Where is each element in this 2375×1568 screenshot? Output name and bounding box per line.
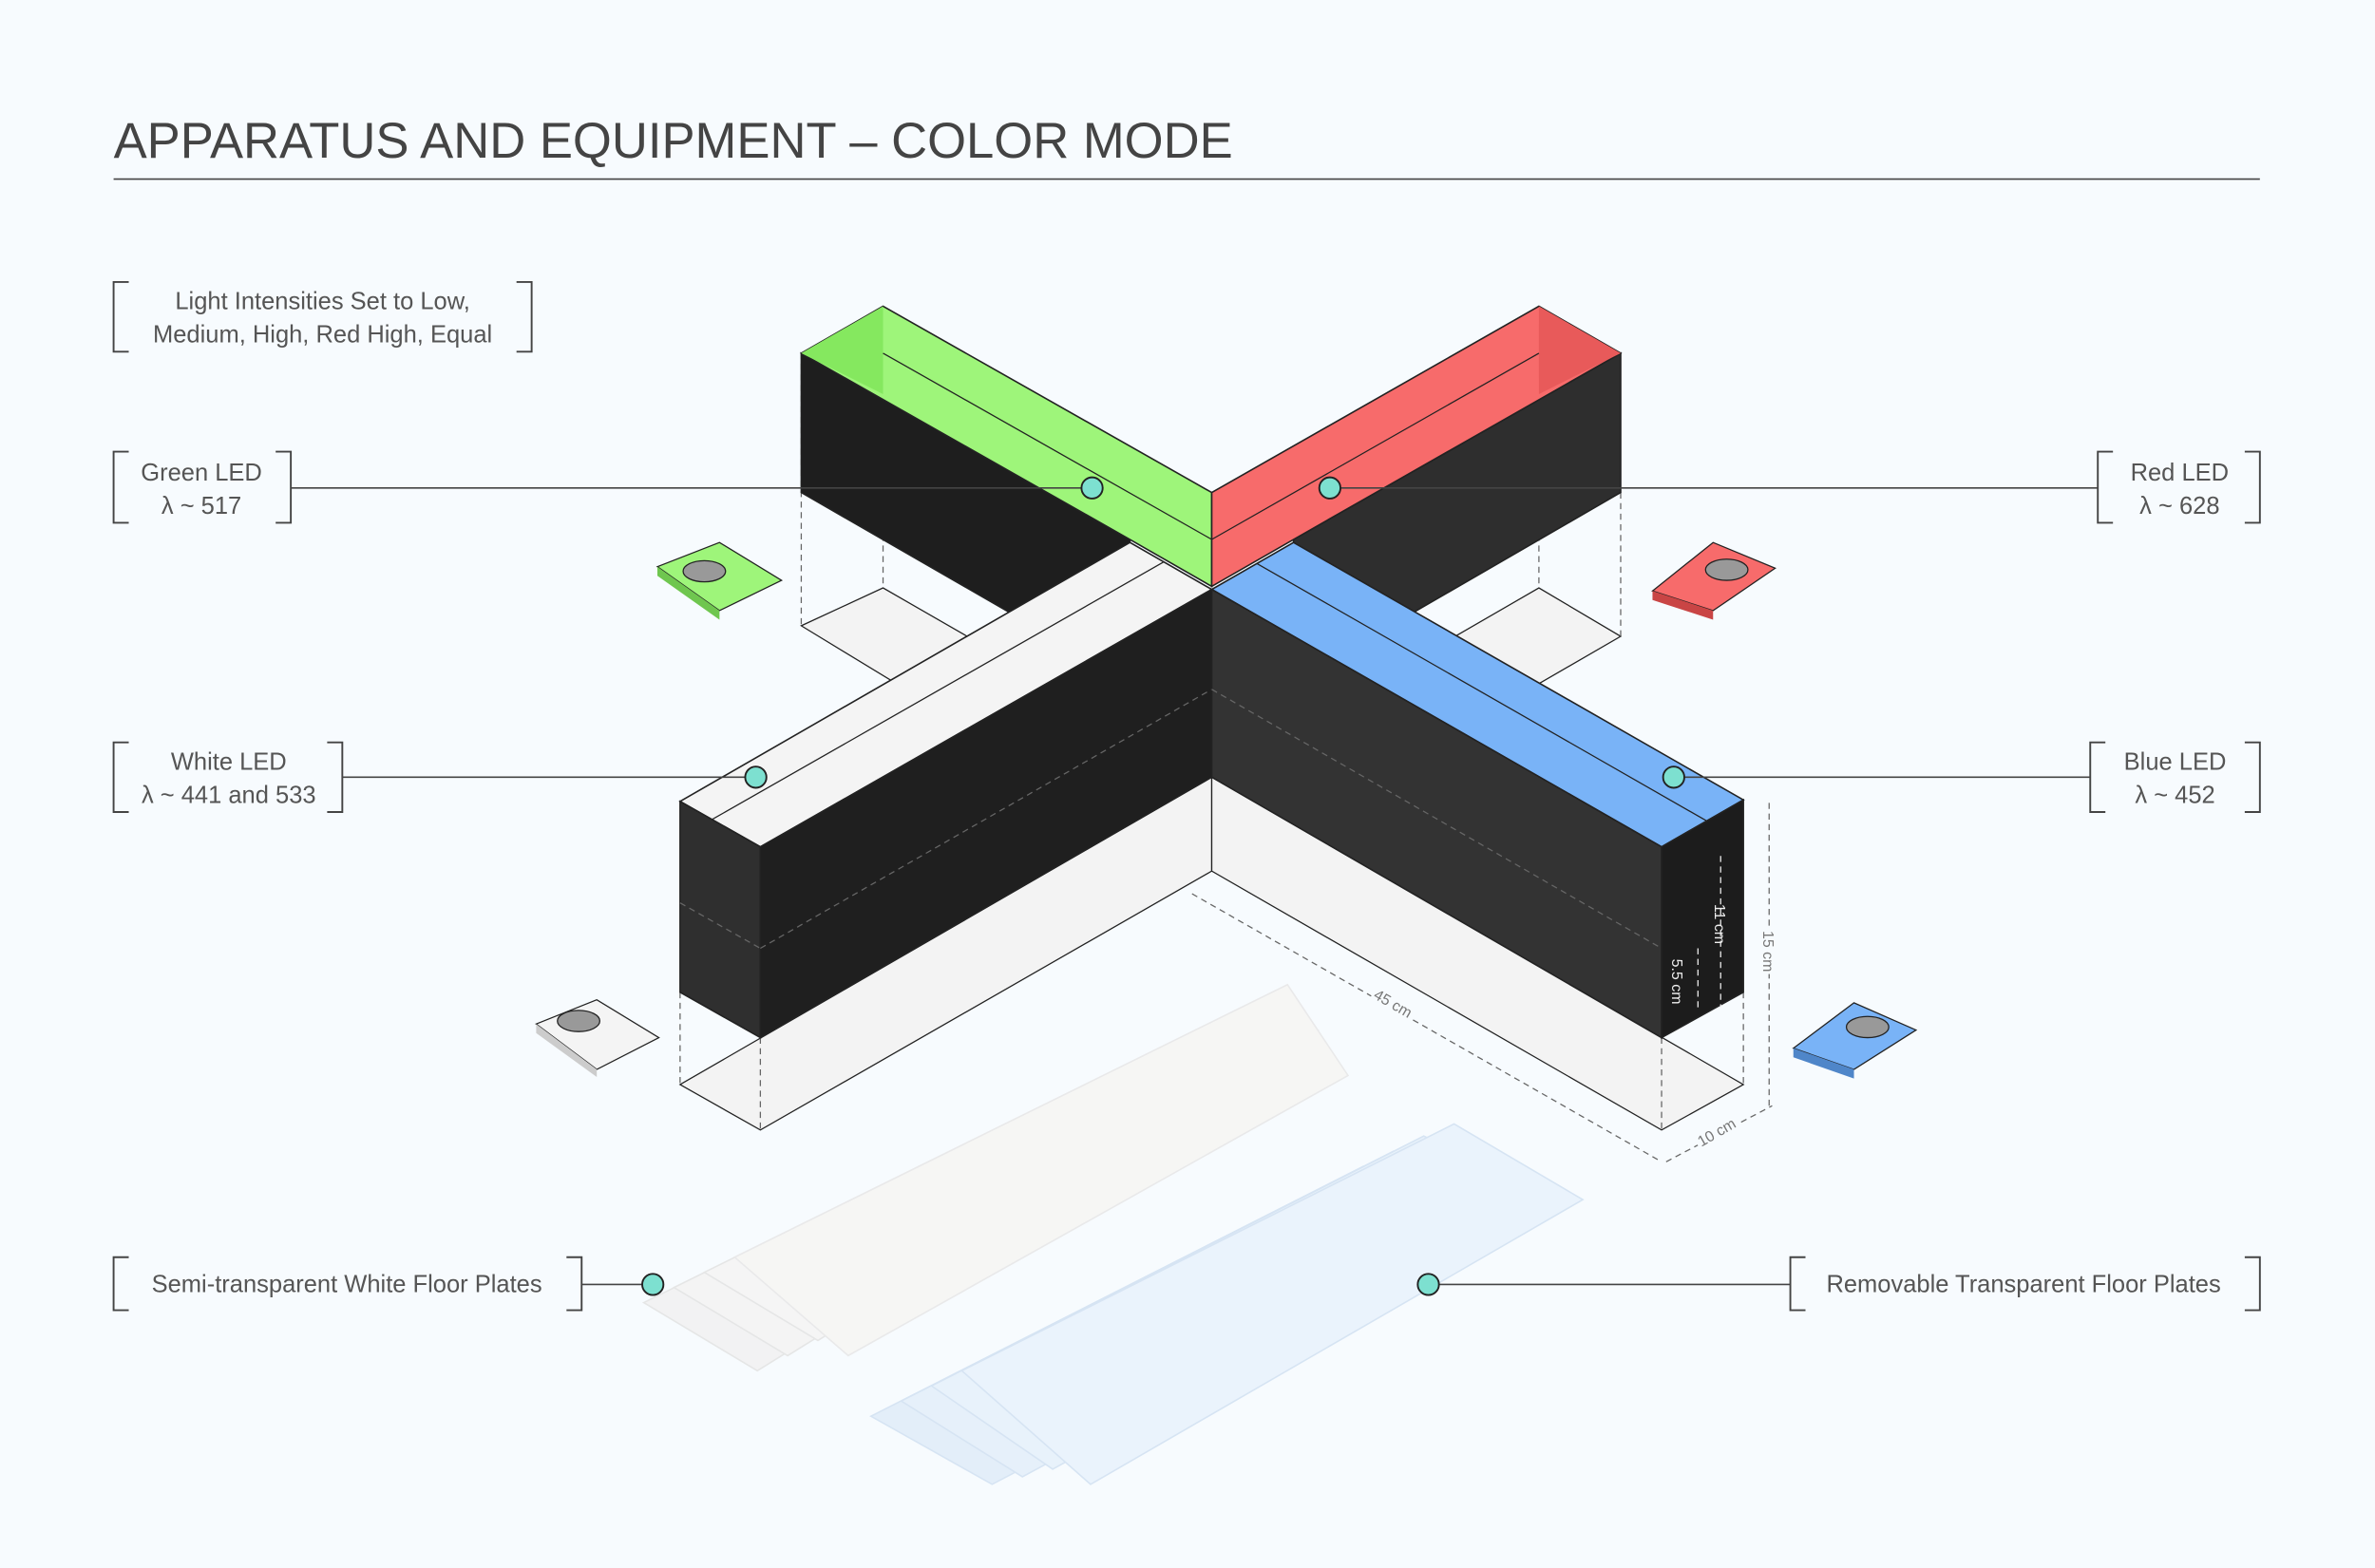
callout-transparent-floor-plates: Removable Transparent Floor Plates	[1416, 1256, 2261, 1312]
marker-dot	[641, 1273, 665, 1296]
svg-text:Blue LED: Blue LED	[2124, 748, 2227, 775]
svg-text:λ ~ 452: λ ~ 452	[2135, 782, 2214, 808]
callout-red-led: Red LED λ ~ 628	[1318, 450, 2261, 524]
ground-footprint	[678, 352, 1745, 1131]
svg-text:Red LED: Red LED	[2131, 460, 2229, 486]
page-title: APPARATUS AND EQUIPMENT – COLOR MODE	[114, 113, 1233, 169]
callout-green-led: Green LED λ ~ 517	[112, 450, 1104, 524]
white-floor-plates	[641, 983, 1350, 1372]
svg-text:Green LED: Green LED	[141, 460, 262, 486]
marker-dot	[744, 765, 768, 789]
svg-text:Medium, High, Red High, Equal: Medium, High, Red High, Equal	[153, 322, 492, 349]
dimension-height: 15 cm	[1759, 931, 1776, 972]
intensity-note: Light Intensities Set to Low, Medium, Hi…	[112, 281, 533, 353]
callout-white-led: White LED λ ~ 441 and 533	[112, 741, 768, 813]
transparent-floor-plates	[869, 1123, 1585, 1485]
dimension-led-height: 5.5 cm	[1668, 959, 1684, 1005]
white-led-chip	[535, 998, 660, 1078]
green-led-chip	[656, 541, 784, 620]
red-led-chip	[1651, 541, 1776, 620]
callout-blue-led: Blue LED λ ~ 452	[1662, 741, 2261, 813]
svg-text:λ ~ 441 and 533: λ ~ 441 and 533	[142, 782, 316, 808]
callout-white-floor-plates: Semi-transparent White Floor Plates	[112, 1256, 665, 1312]
svg-text:White LED: White LED	[171, 748, 287, 775]
svg-text:Light Intensities Set to Low,: Light Intensities Set to Low,	[175, 289, 469, 315]
svg-text:Semi-transparent White Floor P: Semi-transparent White Floor Plates	[152, 1271, 542, 1297]
svg-text:λ ~ 628: λ ~ 628	[2139, 493, 2219, 520]
marker-dot	[1416, 1273, 1440, 1296]
marker-dot	[1662, 765, 1685, 789]
svg-text:λ ~ 517: λ ~ 517	[162, 493, 241, 520]
marker-dot	[1080, 476, 1104, 500]
blue-arm	[1209, 541, 1745, 1039]
dimension-inner-height: 11 cm	[1711, 904, 1727, 944]
white-arm	[678, 541, 1214, 1039]
svg-text:Removable Transparent Floor Pl: Removable Transparent Floor Plates	[1826, 1271, 2220, 1297]
blue-led-chip	[1792, 1002, 1918, 1079]
marker-dot	[1318, 476, 1341, 500]
